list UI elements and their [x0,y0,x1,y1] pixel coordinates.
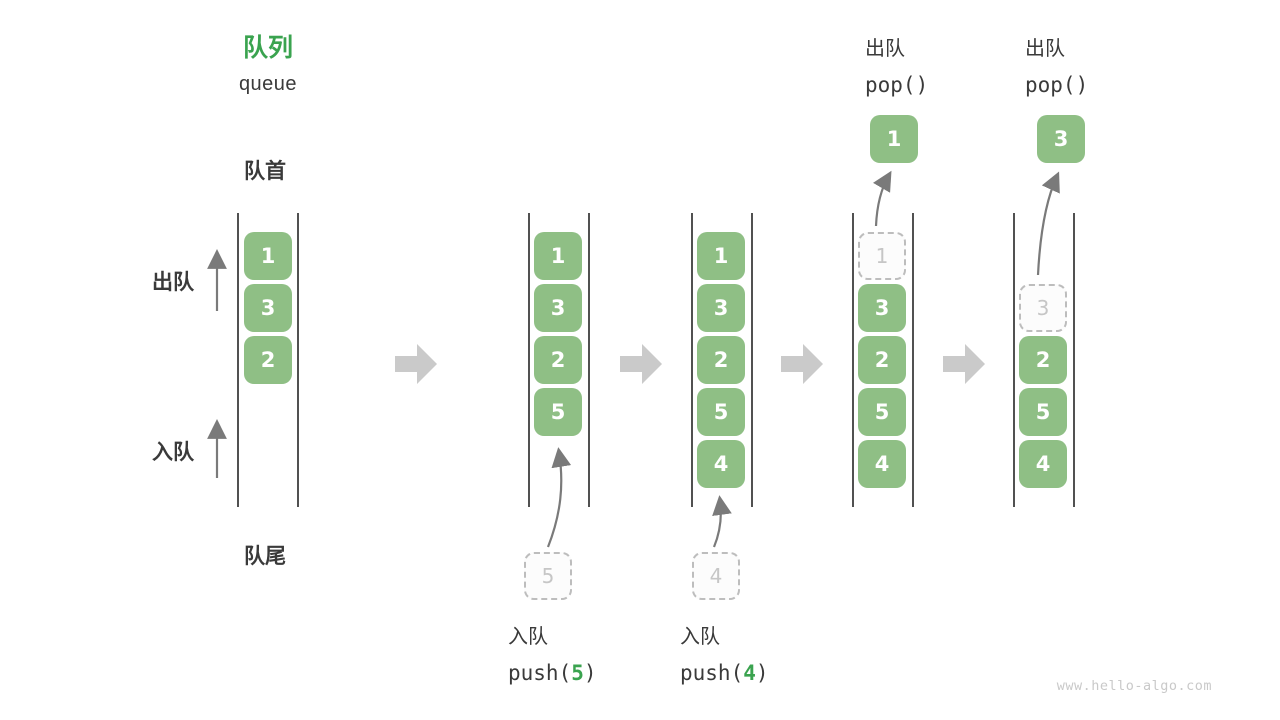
push-label-zh: 入队 [508,626,548,648]
push-label-zh: 入队 [680,626,720,648]
push-operation-label: 入队 push(4) [680,620,769,685]
popped-item: 1 [870,115,918,163]
queue-item: 2 [858,336,906,384]
queue-item: 5 [1019,388,1067,436]
step-arrow-icon [943,344,985,384]
queue-item: 1 [534,232,582,280]
queue-item-incoming: 5 [524,552,572,600]
queue-wall [912,213,914,507]
pop-operation-label: 出队 pop() [865,32,928,97]
push-operation-label: 入队 push(5) [508,620,597,685]
queue-wall [1013,213,1015,507]
queue-wall [588,213,590,507]
pop-arrow-icon [1036,171,1060,276]
queue-item: 4 [697,440,745,488]
pop-label-code: pop() [1025,73,1089,97]
queue-wall [852,213,854,507]
queue-item: 3 [697,284,745,332]
queue-item: 3 [244,284,292,332]
queue-item: 1 [244,232,292,280]
queue-front-label: 队首 [244,160,286,183]
pop-arrow-icon [872,170,892,227]
step-arrow-icon [620,344,662,384]
push-label-code: push(5) [508,661,597,685]
queue-wall [528,213,530,507]
queue-wall [751,213,753,507]
pop-label-zh: 出队 [865,38,905,60]
pop-label-zh: 出队 [1025,38,1065,60]
queue-rear-label: 队尾 [244,545,286,568]
queue-item: 5 [858,388,906,436]
queue-item: 5 [534,388,582,436]
queue-item-removed: 3 [1019,284,1067,332]
queue-item: 1 [697,232,745,280]
queue-item: 3 [534,284,582,332]
queue-item-removed: 1 [858,232,906,280]
figure-title-en: queue [238,73,298,95]
pop-operation-label: 出队 pop() [1025,32,1088,97]
figure-title-zh: 队列 [242,34,293,62]
figure-title-block: 队列 queue [218,28,318,96]
queue-wall [1073,213,1075,507]
dequeue-side-label: 出队 [152,271,194,294]
queue-item: 2 [244,336,292,384]
step-arrow-icon [395,344,437,384]
pop-label-code: pop() [865,73,929,97]
queue-item: 2 [534,336,582,384]
queue-wall [297,213,299,507]
push-label-code: push(4) [680,661,769,685]
queue-item: 2 [697,336,745,384]
queue-item: 4 [1019,440,1067,488]
queue-wall [237,213,239,507]
queue-item: 3 [858,284,906,332]
queue-item: 4 [858,440,906,488]
push-arrow-icon [546,447,572,548]
queue-item: 2 [1019,336,1067,384]
watermark: www.hello-algo.com [1056,678,1212,694]
popped-item: 3 [1037,115,1085,163]
step-arrow-icon [781,344,823,384]
enqueue-side-label: 入队 [152,441,194,464]
queue-item-incoming: 4 [692,552,740,600]
queue-item: 5 [697,388,745,436]
queue-wall [691,213,693,507]
push-arrow-icon [712,495,732,548]
